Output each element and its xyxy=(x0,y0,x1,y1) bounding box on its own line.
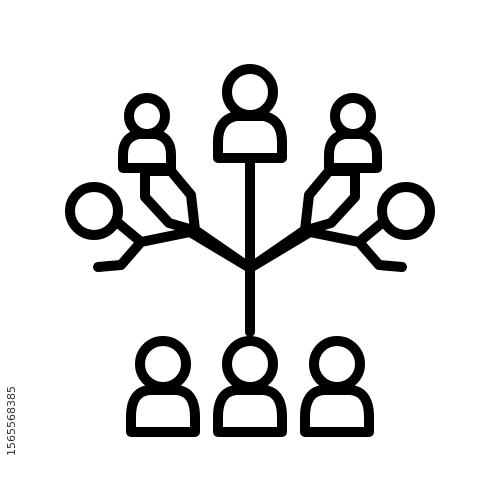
right-circle-node-icon xyxy=(377,182,435,240)
upper-right-person-icon xyxy=(324,93,382,173)
left-node-connector xyxy=(112,217,146,247)
tree-branches xyxy=(93,156,407,337)
upper-left-person-icon xyxy=(118,93,176,173)
right-lower-branch xyxy=(245,227,407,273)
top-person-icon xyxy=(213,64,287,163)
watermark-id-text: 1565568385 xyxy=(5,386,18,456)
bottom-person-center-icon xyxy=(213,336,287,437)
bottom-person-left-icon xyxy=(126,336,200,437)
right-node-connector xyxy=(354,217,388,247)
bottom-person-right-icon xyxy=(300,336,374,437)
left-lower-branch xyxy=(93,227,255,273)
left-circle-node-icon xyxy=(65,182,123,240)
